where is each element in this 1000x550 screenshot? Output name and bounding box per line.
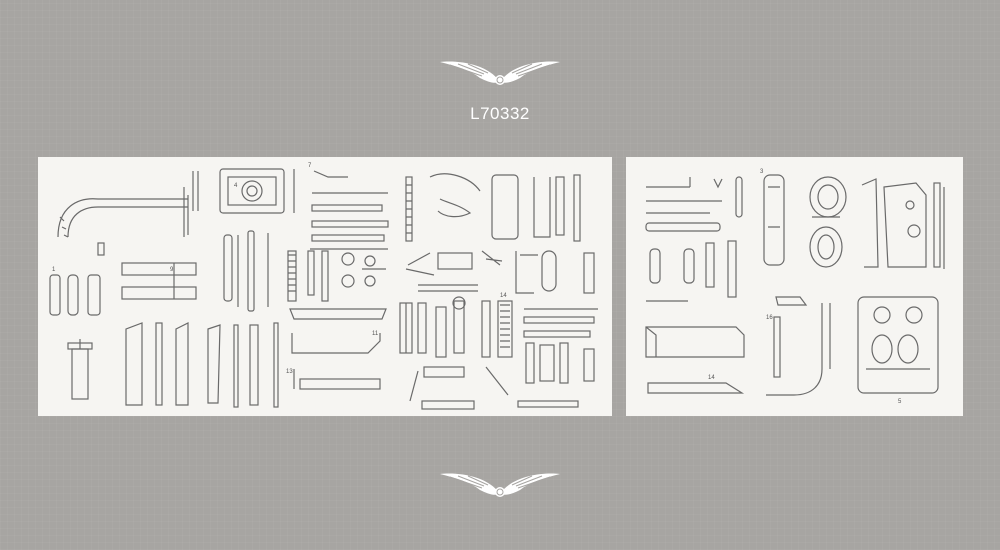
curved-arm-drawing bbox=[57, 171, 199, 256]
small-instruments-drawing bbox=[307, 250, 386, 302]
horizontal-tools-drawing bbox=[310, 170, 389, 250]
tray-drawing bbox=[289, 308, 387, 390]
lower-right-cluster-drawing bbox=[399, 296, 598, 410]
clamp-box-drawing bbox=[219, 168, 295, 214]
callout-11: 11 bbox=[372, 331, 379, 337]
right-cluster-drawing bbox=[405, 173, 595, 294]
capsule-set-drawing bbox=[49, 262, 197, 316]
callout-1: 1 bbox=[52, 267, 56, 273]
callout-13: 13 bbox=[286, 369, 293, 375]
scope-drawing bbox=[763, 174, 847, 268]
winged-emblem-icon bbox=[440, 473, 560, 497]
callout-14-right: 14 bbox=[708, 375, 715, 381]
callout-14: 14 bbox=[500, 293, 507, 299]
lower-right-tools-drawing bbox=[645, 296, 939, 396]
plate-code: L70332 bbox=[470, 104, 530, 123]
callout-7: 7 bbox=[308, 163, 312, 169]
winged-emblem-icon bbox=[440, 61, 560, 85]
callout-16: 16 bbox=[766, 315, 773, 321]
instrument-drawings-right: 3 14 16 5 bbox=[645, 169, 945, 405]
callout-4: 4 bbox=[234, 183, 238, 189]
instrument-plate-right: 3 14 16 5 bbox=[626, 157, 963, 416]
callout-9: 9 bbox=[170, 267, 174, 273]
handle-set-drawing bbox=[861, 178, 945, 269]
instrument-drawings-left: 1 4 7 9 11 13 14 bbox=[49, 163, 598, 410]
instrument-plate-left: 1 4 7 9 11 13 14 bbox=[38, 157, 612, 416]
callout-3: 3 bbox=[760, 169, 764, 175]
blade-set-drawing bbox=[125, 322, 279, 408]
right-small-tools-drawing bbox=[645, 176, 743, 302]
cylinder-drawing bbox=[67, 339, 93, 400]
rod-set-drawing bbox=[223, 230, 297, 312]
callout-5: 5 bbox=[898, 399, 902, 405]
